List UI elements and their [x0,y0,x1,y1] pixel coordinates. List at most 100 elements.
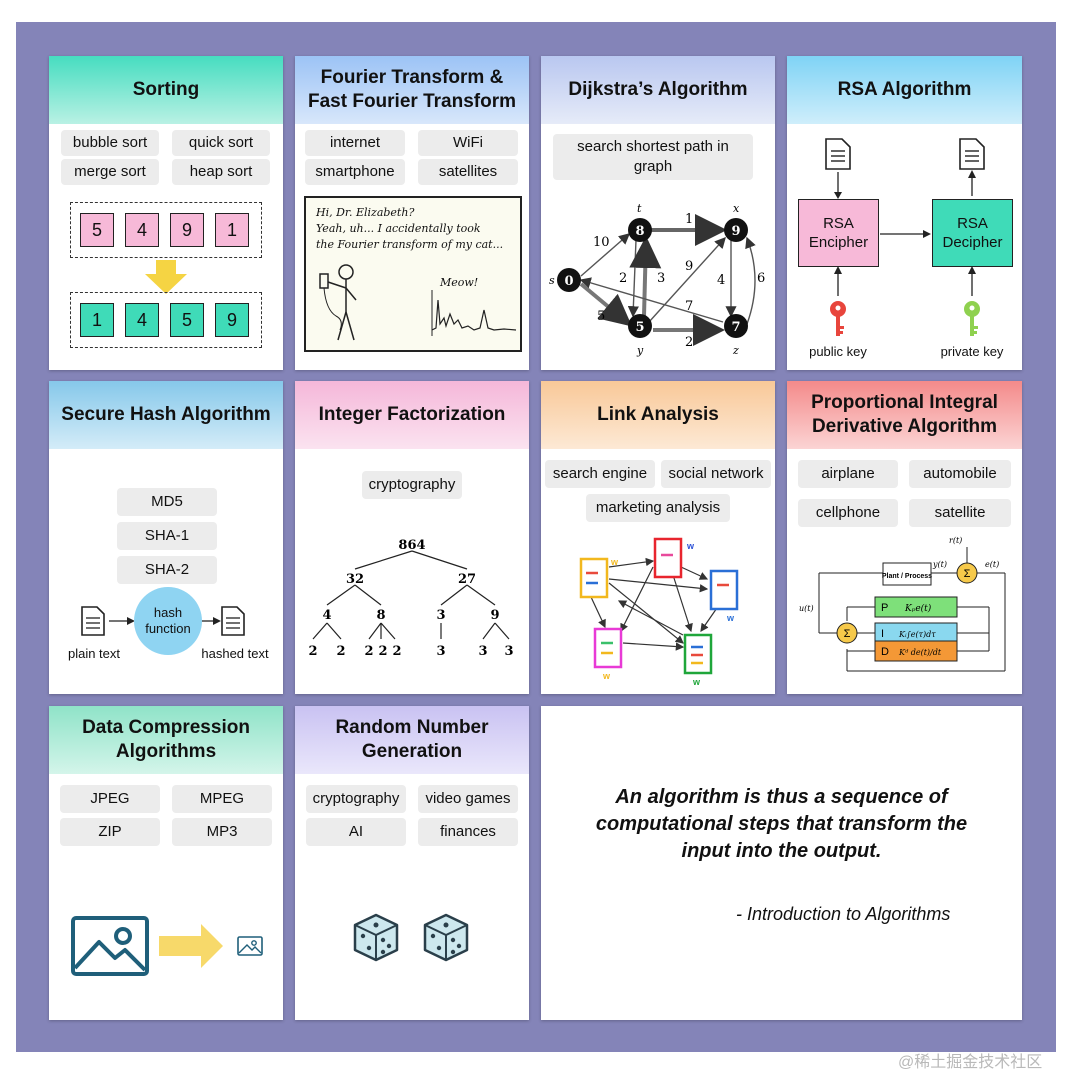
card-sha-header: Secure Hash Algorithm [49,381,283,449]
summing-junction-icon [836,622,858,644]
sum-symbol: Σ [964,568,971,580]
tree-leaf: 2 [392,644,401,659]
p-expression: Kₚe(t) [904,603,932,614]
card-dijkstra-title: Dijkstra’s Algorithm [568,79,748,100]
y-label: y(t) [932,560,947,569]
card-compression-title-line2: Algorithms [115,741,217,762]
input-cell: 9 [170,213,204,247]
chip-mpeg: MPEG [172,785,272,813]
node-letter: y [636,344,644,357]
output-cell: 4 [125,303,159,337]
card-rsa-title: RSA Algorithm [837,79,972,100]
right-arrow-icon [159,924,223,968]
output-cell: 9 [215,303,249,337]
plant-label: Plant / Process [882,573,932,580]
chip-quick-sort: quick sort [172,130,270,156]
d-block [874,640,958,662]
tree-node: 4 [322,608,331,623]
card-pid: Proportional Integral Derivative Algorit… [787,381,1022,694]
card-sha-title: Secure Hash Algorithm [61,404,271,425]
u-label: u(t) [799,604,814,613]
plant-box [882,562,932,586]
dice-icon [423,913,469,962]
down-arrow-icon [145,260,187,294]
edge [580,233,631,277]
card-rsa: RSA Algorithm RSA Encipher RSA Decipher [787,56,1022,370]
node-letter: x [733,202,740,215]
node-value: 5 [635,320,644,335]
document-icon [221,606,245,636]
page-node: w [683,633,713,687]
chip-md5: MD5 [117,488,217,516]
comic-panel: Hi, Dr. Elizabeth? Yeah, uh... I acciden… [304,196,522,352]
d-letter: D [881,646,889,658]
key-icon [964,301,980,336]
comic-line1: Hi, Dr. Elizabeth? [316,206,415,219]
r-label: r(t) [949,536,962,545]
rsa-decipher-box: RSA Decipher [932,199,1013,267]
card-dijkstra: Dijkstra’s Algorithm search shortest pat… [541,56,775,370]
document-icon [825,138,851,170]
page-node: w [593,627,623,681]
tree-leaf: 3 [436,644,445,659]
chip-satellite: satellite [909,499,1011,527]
input-cell: 5 [80,213,114,247]
comic-line2: Yeah, uh... I accidentally took [316,222,481,235]
spectrum-plot [431,290,517,336]
graph-node [557,268,581,292]
edge [579,277,724,323]
card-factorization-header: Integer Factorization [295,381,529,449]
factor-tree: 864 32 27 4 8 3 9 2 2 2 2 2 3 3 3 [308,538,513,659]
e-label: e(t) [985,560,999,569]
comic-line3: the Fourier transform of my cat... [316,238,504,251]
card-sorting-title: Sorting [132,79,200,100]
quote-attribution: - Introduction to Algorithms [736,904,951,924]
edge [627,239,639,318]
quote-line2: computational steps that transform the [595,813,968,835]
card-sorting: Sorting bubble sort quick sort merge sor… [49,56,283,370]
edge-weight: 2 [685,335,693,350]
chip-marketing-analysis: marketing analysis [586,494,730,522]
tree-root: 864 [398,538,425,553]
output-cell: 1 [80,303,114,337]
card-fourier-header: Fourier Transform & Fast Fourier Transfo… [295,56,529,124]
edge [648,236,726,323]
edge-weight: 3 [657,271,665,286]
key-icon [830,301,846,336]
chip-mp3: MP3 [172,818,272,846]
input-cell: 4 [125,213,159,247]
edge-weight: 6 [757,271,765,286]
quote-line3: input into the output. [681,840,882,862]
d-expression: Kᵈ de(t)/dt [898,648,942,657]
card-factorization-title: Integer Factorization [318,404,506,425]
input-array-frame [70,202,262,258]
graph-node [724,218,748,242]
graph-node [628,218,652,242]
tree-leaf: 2 [378,644,387,659]
node-value: 0 [564,274,573,289]
node-value: 9 [731,224,740,239]
card-random-header: Random Number Generation [295,706,529,774]
chip-smartphone: smartphone [305,159,405,185]
chip-bubble-sort: bubble sort [61,130,159,156]
card-sorting-header: Sorting [49,56,283,124]
chip-wifi: WiFi [418,130,518,156]
chip-automobile: automobile [909,460,1011,488]
edge-weight: 2 [619,271,627,286]
chip-satellites: satellites [418,159,518,185]
image-icon [71,916,149,976]
node-letter: s [549,274,555,287]
page-label: w [686,541,695,551]
page-label: w [726,613,735,623]
sha-arrows [109,617,221,625]
page-node: w [579,557,619,599]
p-block [874,596,958,618]
chip-finances: finances [418,818,518,846]
chip-search-engine: search engine [545,460,655,488]
chip-cellphone: cellphone [798,499,898,527]
chip-jpeg: JPEG [60,785,160,813]
edge-weight: 9 [685,259,693,274]
card-random: Random Number Generation cryptography vi… [295,706,529,1020]
card-fourier-title-line1: Fourier Transform & [320,67,504,88]
card-link-analysis-title: Link Analysis [597,404,719,425]
